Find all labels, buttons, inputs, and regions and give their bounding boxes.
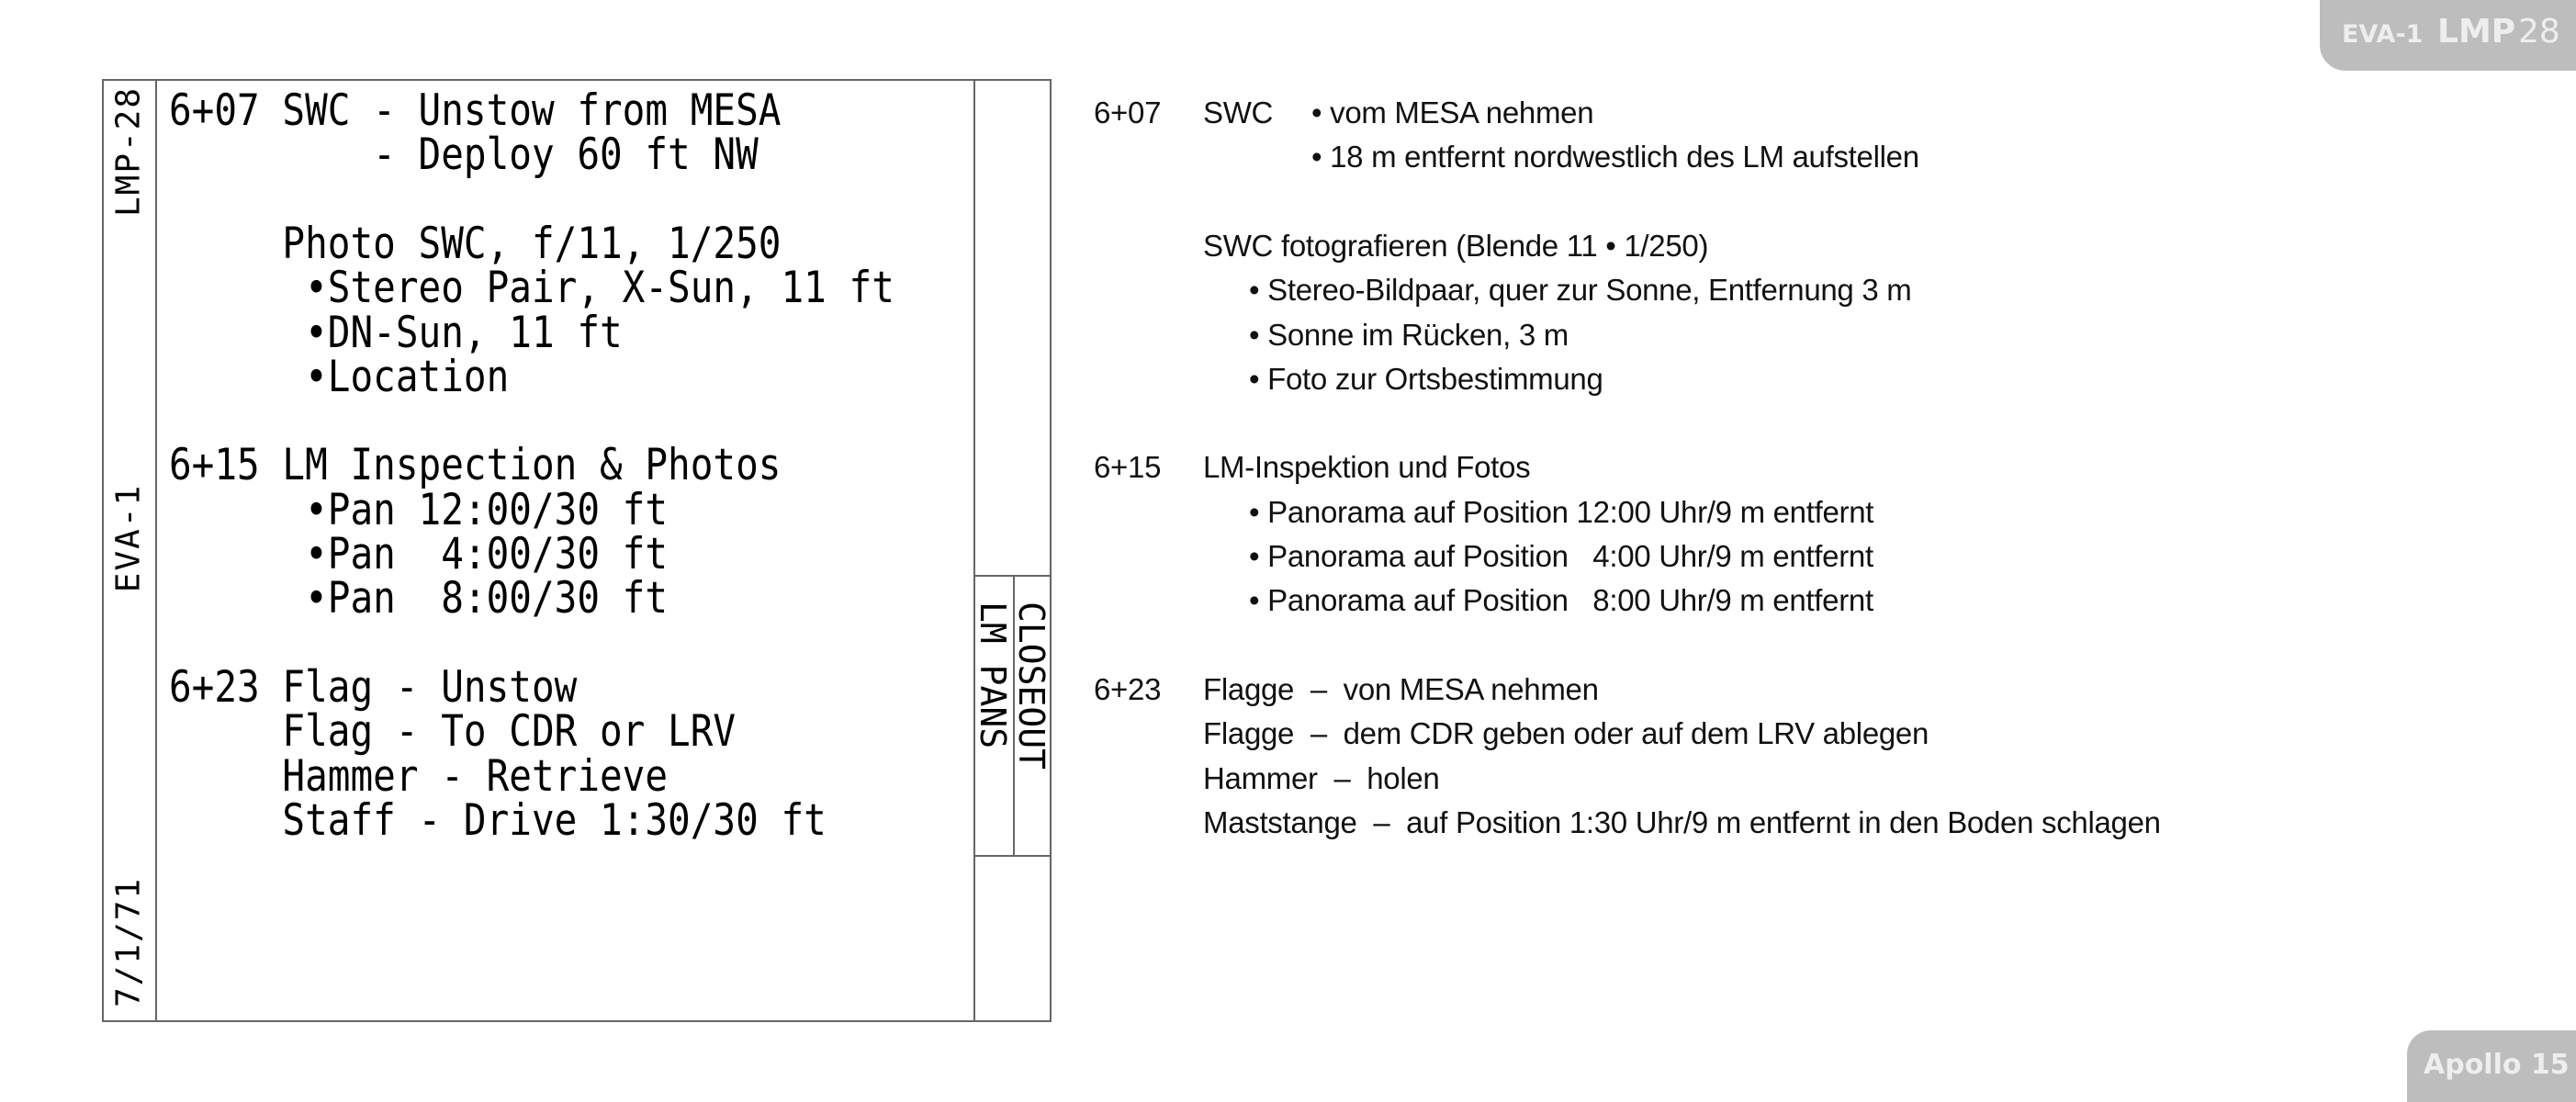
- checklist-card: [102, 79, 1052, 1022]
- checklist-line: •Pan 8:00/30 ft: [169, 572, 669, 624]
- header-tab: EVA-1 LMP 28: [2320, 0, 2576, 71]
- header-eva-label: EVA-1: [2342, 20, 2424, 49]
- checklist-line: 6+07 SWC - Unstow from MESA: [169, 84, 782, 136]
- footer-mission-label: Apollo 15: [2424, 1049, 2570, 1081]
- translation-line: Maststange – auf Position 1:30 Uhr/9 m e…: [1203, 804, 2161, 839]
- footer-tab: Apollo 15: [2407, 1030, 2576, 1102]
- closeout-label: CLOSEOUT: [1011, 602, 1052, 770]
- date-label: 7/1/71: [109, 876, 148, 1008]
- checklist-line: •Stereo Pair, X-Sun, 11 ft: [169, 262, 894, 313]
- header-role-label: LMP: [2437, 13, 2516, 51]
- checklist-line: 6+15 LM Inspection & Photos: [169, 439, 782, 490]
- time-stamp: 6+15: [1094, 450, 1162, 484]
- closeout-inner-divider: [1013, 575, 1015, 856]
- lm-pans-label: LM PANS: [973, 602, 1013, 749]
- translation-line: • Sonne im Rücken, 3 m: [1249, 317, 1569, 352]
- page-id-label: LMP-28: [109, 85, 148, 218]
- card-left-divider: [155, 79, 157, 1022]
- closeout-bottom-divider: [973, 855, 1052, 857]
- checklist-line: Staff - Drive 1:30/30 ft: [169, 794, 827, 846]
- checklist-line: •DN-Sun, 11 ft: [169, 306, 623, 358]
- translation-line: SWC fotografieren (Blende 11 • 1/250): [1203, 228, 1709, 263]
- time-stamp: 6+07: [1094, 96, 1162, 129]
- translation-line: LM-Inspektion und Fotos: [1203, 450, 1531, 485]
- checklist-line: Flag - To CDR or LRV: [169, 705, 737, 757]
- translation-line: • Panorama auf Position 8:00 Uhr/9 m ent…: [1249, 583, 1873, 618]
- checklist-line: •Pan 4:00/30 ft: [169, 528, 669, 579]
- checklist-line: •Pan 12:00/30 ft: [169, 484, 669, 535]
- checklist-line: •Location: [169, 351, 510, 402]
- translation-line: • Foto zur Ortsbestimmung: [1249, 361, 1603, 396]
- translation-line: • Stereo-Bildpaar, quer zur Sonne, Entfe…: [1249, 273, 1912, 308]
- checklist-line: Photo SWC, f/11, 1/250: [169, 218, 782, 269]
- checklist-line: 6+23 Flag - Unstow: [169, 661, 578, 713]
- checklist-line: - Deploy 60 ft NW: [169, 129, 759, 180]
- translation-line: Flagge – dem CDR geben oder auf dem LRV …: [1203, 716, 1929, 751]
- translation-line: • vom MESA nehmen: [1311, 96, 1594, 129]
- translation-line: • Panorama auf Position 12:00 Uhr/9 m en…: [1249, 494, 1874, 529]
- translation-line: • 18 m entfernt nordwestlich des LM aufs…: [1311, 140, 1919, 174]
- closeout-top-divider: [973, 575, 1052, 577]
- card-right-divider: [973, 79, 975, 1022]
- swc-label: SWC: [1203, 96, 1274, 129]
- translation-line: • Panorama auf Position 4:00 Uhr/9 m ent…: [1249, 539, 1873, 573]
- checklist-line: Hammer - Retrieve: [169, 749, 669, 802]
- translation-line: Flagge – von MESA nehmen: [1203, 671, 1599, 706]
- translation-line: Hammer – holen: [1203, 760, 1440, 795]
- eva-label: EVA-1: [109, 483, 148, 593]
- time-stamp: 6+23: [1094, 672, 1162, 706]
- header-page-number: 28: [2518, 13, 2560, 51]
